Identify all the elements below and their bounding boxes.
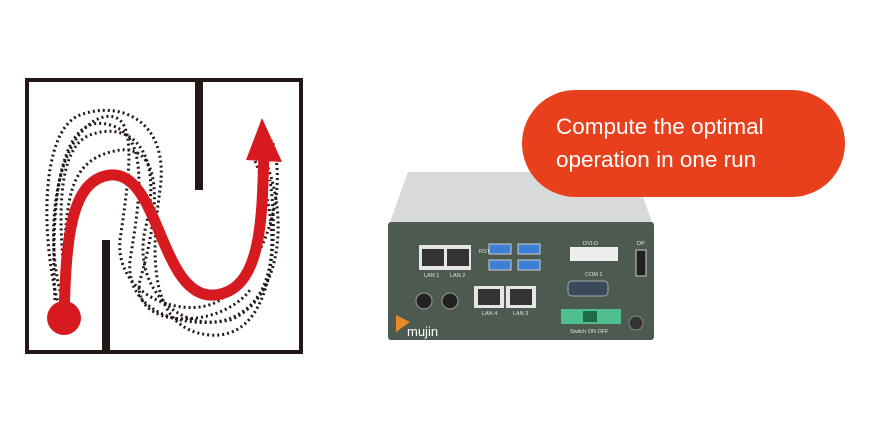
label-switch: Switch ON OFF [570,329,609,335]
power-button [628,315,644,331]
lan-ports-3-4 [474,286,536,308]
lan-ports-1-2 [419,245,471,270]
brand-logo-icon [396,315,410,332]
optimal-path [58,144,270,324]
dvi-port [570,247,618,261]
arrow-head-icon [246,118,282,162]
maze-border [25,78,303,354]
label-lan2: LAN 2 [450,273,465,279]
usb-ports [488,243,541,271]
com-port [567,280,609,297]
audio-mic-port [415,292,433,310]
dp-port [635,249,647,277]
controller-device: LAN 1 LAN 2 RST DVI-D DP COM 1 LAN 4 LAN… [388,172,654,340]
label-lan3: LAN 3 [513,311,528,317]
label-dvi: DVI-D [583,241,598,247]
maze-diagram [25,78,303,354]
label-lan1: LAN 1 [424,273,439,279]
callout-bubble: Compute the optimal operation in one run [522,90,845,197]
label-dp: DP [637,241,645,247]
callout-line-1: Compute the optimal [556,114,764,139]
callout-line-2: operation in one run [556,147,757,172]
brand-logo: mujin [407,324,438,339]
audio-out-port [441,292,459,310]
label-rst: RST [479,249,491,255]
start-point-icon [47,301,81,335]
trial-paths [45,108,280,337]
label-com1: COM 1 [585,272,602,278]
label-lan4: LAN 4 [482,311,497,317]
